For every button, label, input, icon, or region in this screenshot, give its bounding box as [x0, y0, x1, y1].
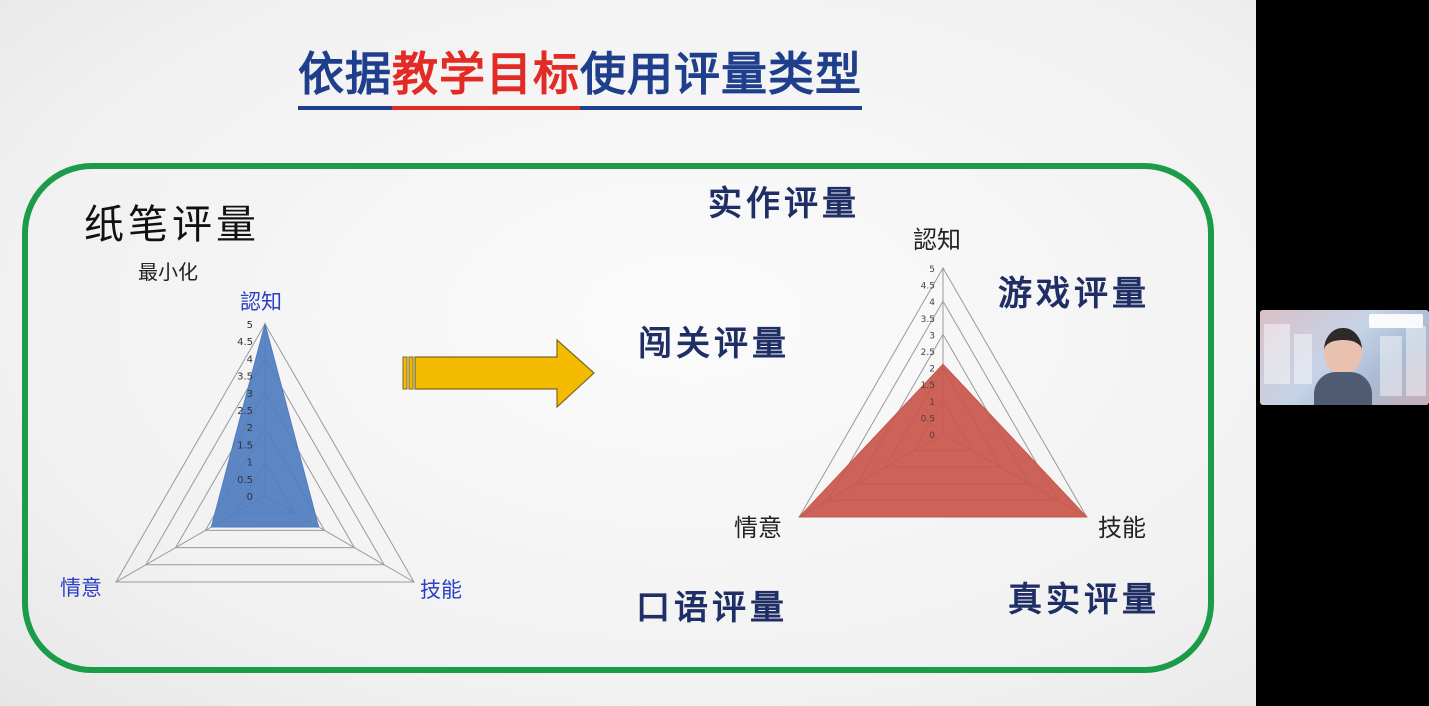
tick-label: 1.5	[237, 440, 253, 451]
radar-charts: 0 0.5 1 1.5 2 2.5 3 3.5 4 4.5 5 0 0.5 1 1.5 2 2.5 3 3.5 4 4…	[115, 265, 1088, 583]
left-axis-top-label: 認知	[240, 290, 282, 314]
tick-label: 1.5	[921, 381, 935, 391]
title-part-3: 使用评量类型	[580, 38, 862, 110]
assessment-game: 游戏评量	[998, 274, 1150, 314]
right-radar-chart: 0 0.5 1 1.5 2 2.5 3 3.5 4 4.5 5	[798, 265, 1088, 518]
tick-label: 2.5	[237, 406, 253, 417]
left-radar-chart: 0 0.5 1 1.5 2 2.5 3 3.5 4 4.5 5	[115, 320, 415, 583]
grid-ring	[174, 391, 356, 549]
assessment-level: 闯关评量	[638, 324, 790, 364]
tick-label: 4	[929, 298, 935, 308]
title-part-2: 教学目标	[392, 38, 580, 110]
left-axis-left-label: 情意	[60, 576, 102, 600]
tick-label: 1	[929, 398, 935, 408]
school-logo-icon	[1369, 314, 1423, 328]
tick-label: 2	[929, 365, 935, 375]
tick-label: 5	[929, 265, 935, 275]
series-area	[798, 363, 1088, 518]
tick-label: 0.5	[921, 414, 935, 424]
webcam-participant-tile[interactable]	[1260, 310, 1429, 405]
tick-label: 0	[247, 492, 253, 503]
right-arrow-icon	[402, 338, 595, 409]
left-chart-heading: 纸笔评量	[84, 202, 260, 248]
tick-label: 3.5	[237, 372, 253, 383]
left-axis-right-label: 技能	[420, 578, 462, 602]
presentation-slide: 依据 教学目标 使用评量类型 纸笔评量 最小化 認知 情意 技能 認知 情意 技…	[0, 0, 1256, 706]
tick-label: 2	[247, 423, 253, 434]
tick-label: 4	[247, 354, 253, 365]
slide-title: 依据 教学目标 使用评量类型	[298, 46, 862, 110]
assessment-practical: 实作评量	[708, 184, 860, 224]
tick-label: 3	[247, 389, 253, 400]
tick-label: 0.5	[237, 475, 253, 486]
series-area	[210, 322, 320, 528]
tick-label: 1	[247, 458, 253, 469]
tick-label: 4.5	[237, 337, 253, 348]
tick-label: 5	[247, 320, 253, 331]
tick-label: 0	[929, 431, 935, 441]
tick-label: 4.5	[921, 282, 935, 292]
tick-label: 3	[929, 331, 935, 341]
grid-ring	[115, 322, 415, 583]
right-axis-top-label: 認知	[913, 226, 961, 254]
tick-label: 2.5	[921, 348, 935, 358]
grid-ring	[144, 357, 386, 566]
content-panel	[22, 163, 1214, 673]
assessment-oral: 口语评量	[636, 588, 788, 628]
right-axis-right-label: 技能	[1098, 514, 1146, 542]
left-chart-sublabel: 最小化	[138, 260, 198, 284]
right-axis-left-label: 情意	[734, 514, 782, 542]
assessment-authentic: 真实评量	[1008, 580, 1160, 620]
participant-avatar	[1314, 328, 1372, 405]
title-part-1: 依据	[298, 38, 392, 110]
tick-label: 3.5	[921, 315, 935, 325]
